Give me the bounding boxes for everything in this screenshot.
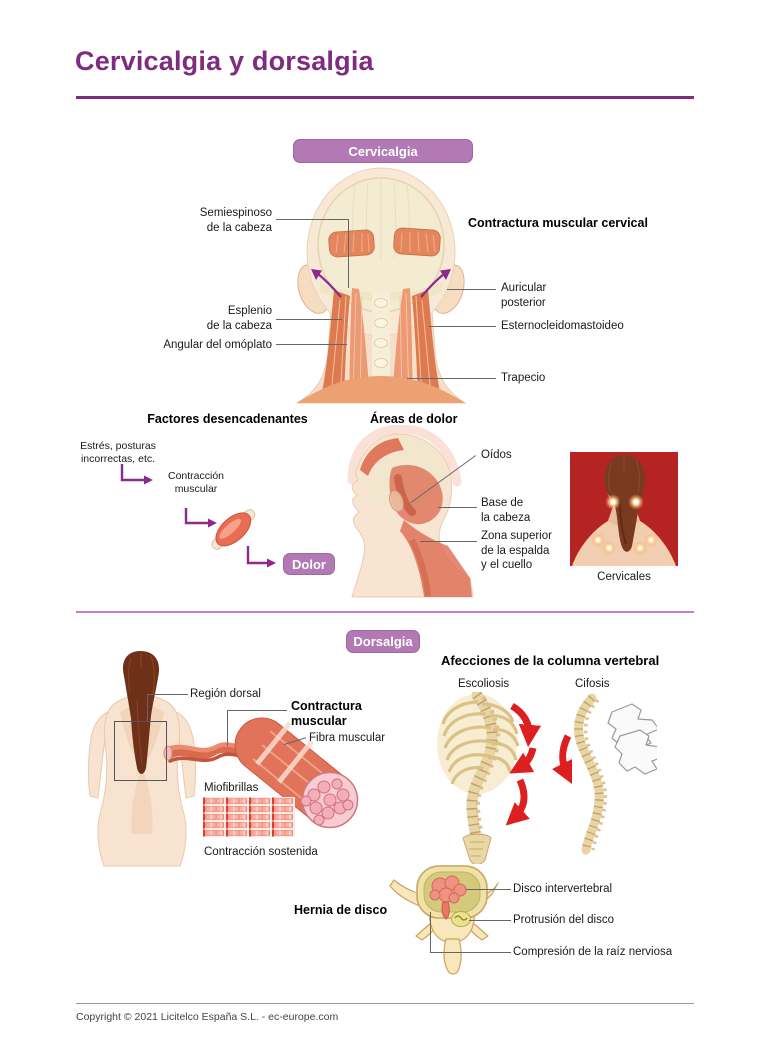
label-esternocleidomastoideo: Esternocleidomastoideo <box>501 320 624 332</box>
leader-line <box>276 344 347 345</box>
label-miofibrillas: Miofibrillas <box>204 782 259 794</box>
leader-line <box>466 889 511 890</box>
escoliosis-illustration <box>437 692 542 864</box>
label-zona-superior: Zona superior de la espalda y el cuello <box>481 530 552 571</box>
leader-line <box>147 694 188 695</box>
label-region-dorsal: Región dorsal <box>190 688 261 700</box>
hernia-title: Hernia de disco <box>294 903 388 917</box>
section-divider <box>76 611 694 613</box>
miofibrillas-diagram <box>203 797 295 837</box>
leader-line <box>447 289 496 290</box>
label-contraccion-muscular: Contracción muscular <box>167 470 225 495</box>
cervicales-pain-points-image <box>570 452 678 566</box>
label-fibra-muscular: Fibra muscular <box>309 732 386 744</box>
cifosis-illustration <box>551 693 657 855</box>
leader-line <box>227 710 228 746</box>
title-rule <box>76 96 694 99</box>
leader-line <box>438 507 477 508</box>
label-auricular: Auricular posterior <box>501 282 547 309</box>
rotation-arrows <box>317 273 445 298</box>
leader-line <box>420 541 477 542</box>
label-trapecio: Trapecio <box>501 372 546 384</box>
label-semiespinoso: Semiespinoso de la cabeza <box>199 207 272 234</box>
label-protrusion: Protrusión del disco <box>513 914 614 926</box>
head-profile-pain-areas-illustration <box>347 425 474 598</box>
label-contractura-muscular: Contractura muscular <box>291 699 362 728</box>
label-cifosis: Cifosis <box>575 678 610 690</box>
dorsal-region-outline <box>114 721 167 781</box>
cervicalgia-badge: Cervicalgia <box>293 139 473 163</box>
label-estres: Estrés, posturas incorrectas, etc. <box>80 440 156 465</box>
label-esplenio: Esplenio de la cabeza <box>206 305 272 332</box>
cervicales-caption: Cervicales <box>597 571 651 583</box>
leader-line <box>429 326 496 327</box>
leader-line <box>348 219 349 288</box>
leader-line <box>147 694 148 721</box>
label-compresion: Compresión de la raíz nerviosa <box>513 946 673 958</box>
diagram-title-contractura-cervical: Contractura muscular cervical <box>468 216 648 230</box>
areas-dolor-title: Áreas de dolor <box>370 412 458 426</box>
muscle-fiber-illustration <box>163 717 359 829</box>
trigger-flow-illustration <box>120 464 276 568</box>
label-base-cabeza: Base de la cabeza <box>481 497 531 524</box>
label-disco-intervertebral: Disco intervertebral <box>513 883 613 895</box>
factores-title: Factores desencadenantes <box>147 412 308 426</box>
hernia-disco-illustration <box>389 865 499 975</box>
footer-rule <box>76 1003 694 1004</box>
label-escoliosis: Escoliosis <box>458 678 510 690</box>
footer-copyright: Copyright © 2021 Licitelco España S.L. -… <box>76 1011 339 1023</box>
leader-line <box>430 912 431 952</box>
muscle-spindle-icon <box>211 508 256 550</box>
label-contraccion-sostenida: Contracción sostenida <box>204 846 318 858</box>
vertebrae-lineart <box>607 703 657 775</box>
leader-line <box>227 710 287 711</box>
leader-line <box>276 219 348 220</box>
leader-line <box>407 378 496 379</box>
herniated-nucleus <box>429 875 467 904</box>
dorsalgia-badge: Dorsalgia <box>346 630 420 653</box>
scoliosis-curve-arrows <box>505 702 542 826</box>
label-oidos: Oídos <box>481 449 512 461</box>
columna-title: Afecciones de la columna vertebral <box>441 653 660 668</box>
leader-line <box>276 319 342 320</box>
leader-line <box>469 920 511 921</box>
page-title: Cervicalgia y dorsalgia <box>75 46 374 76</box>
label-angular: Angular del omóplato <box>163 339 272 351</box>
pain-glow-dots <box>591 494 658 555</box>
dolor-badge: Dolor <box>283 553 335 575</box>
head-back-muscles-illustration <box>295 167 467 404</box>
leader-line <box>430 952 511 953</box>
